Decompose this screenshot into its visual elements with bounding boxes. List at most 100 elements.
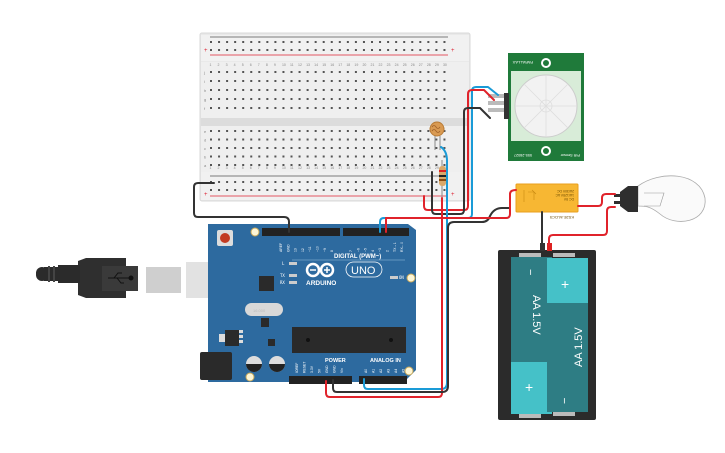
breadboard-hole[interactable] — [314, 147, 317, 149]
breadboard-hole[interactable] — [266, 130, 269, 132]
breadboard-hole[interactable] — [218, 89, 221, 91]
breadboard-hole[interactable] — [395, 155, 398, 158]
breadboard-hole[interactable] — [330, 98, 333, 100]
wire-pin2-pir-signal[interactable] — [379, 86, 499, 233]
breadboard-hole[interactable] — [322, 147, 325, 149]
breadboard-hole[interactable] — [298, 41, 301, 43]
breadboard-hole[interactable] — [306, 138, 309, 141]
breadboard-hole[interactable] — [338, 181, 341, 183]
breadboard-hole[interactable] — [290, 147, 293, 149]
breadboard-hole[interactable] — [218, 49, 221, 51]
wire-pir-vcc[interactable] — [423, 89, 495, 211]
breadboard-hole[interactable] — [242, 130, 245, 132]
breadboard-hole[interactable] — [250, 155, 253, 158]
breadboard-hole[interactable] — [379, 138, 382, 141]
breadboard-hole[interactable] — [234, 164, 237, 166]
breadboard-hole[interactable] — [354, 98, 357, 100]
breadboard-hole[interactable] — [250, 130, 253, 132]
breadboard-hole[interactable] — [266, 89, 269, 91]
breadboard-hole[interactable] — [419, 189, 422, 191]
breadboard-hole[interactable] — [218, 147, 221, 149]
breadboard-hole[interactable] — [210, 71, 212, 73]
breadboard-hole[interactable] — [258, 138, 261, 141]
relay[interactable]: KS2E-M-DC5 DC 5V 1A/125V AC 2A/30V DC — [515, 183, 579, 220]
breadboard-hole[interactable] — [435, 80, 438, 82]
breadboard-hole[interactable] — [290, 138, 293, 141]
breadboard-hole[interactable] — [354, 189, 357, 191]
breadboard-hole[interactable] — [443, 71, 446, 73]
breadboard-hole[interactable] — [411, 181, 414, 183]
breadboard-hole[interactable] — [443, 80, 446, 82]
breadboard-hole[interactable] — [387, 189, 390, 191]
breadboard-hole[interactable] — [266, 41, 269, 43]
breadboard-hole[interactable] — [250, 41, 253, 43]
breadboard-hole[interactable] — [210, 155, 212, 158]
breadboard-hole[interactable] — [218, 107, 221, 109]
breadboard-hole[interactable] — [242, 71, 245, 73]
breadboard-hole[interactable] — [387, 49, 390, 51]
breadboard-hole[interactable] — [282, 138, 285, 141]
breadboard-hole[interactable] — [403, 71, 406, 73]
breadboard-hole[interactable] — [387, 98, 390, 100]
breadboard-hole[interactable] — [395, 138, 398, 141]
breadboard-hole[interactable] — [443, 147, 446, 149]
breadboard-hole[interactable] — [218, 155, 221, 158]
breadboard-hole[interactable] — [387, 155, 390, 158]
breadboard-hole[interactable] — [330, 138, 333, 141]
breadboard-hole[interactable] — [419, 130, 422, 132]
breadboard-hole[interactable] — [362, 107, 365, 109]
breadboard-hole[interactable] — [395, 49, 398, 51]
breadboard-hole[interactable] — [306, 89, 309, 91]
breadboard-hole[interactable] — [234, 155, 237, 158]
breadboard-hole[interactable] — [282, 80, 285, 82]
breadboard-hole[interactable] — [419, 155, 422, 158]
breadboard-hole[interactable] — [210, 89, 212, 91]
breadboard-hole[interactable] — [395, 147, 398, 149]
breadboard-hole[interactable] — [226, 147, 229, 149]
breadboard-hole[interactable] — [258, 164, 261, 166]
breadboard-hole[interactable] — [322, 98, 325, 100]
breadboard-hole[interactable] — [298, 107, 301, 109]
wire-5v[interactable] — [325, 197, 443, 398]
breadboard-hole[interactable] — [403, 107, 406, 109]
breadboard-hole[interactable] — [330, 189, 333, 191]
breadboard-hole[interactable] — [298, 155, 301, 158]
breadboard-hole[interactable] — [427, 130, 430, 132]
breadboard-hole[interactable] — [395, 98, 398, 100]
breadboard-hole[interactable] — [338, 49, 341, 51]
breadboard-hole[interactable] — [371, 89, 373, 91]
breadboard-hole[interactable] — [354, 80, 357, 82]
breadboard-hole[interactable] — [346, 164, 349, 166]
breadboard-hole[interactable] — [330, 49, 333, 51]
breadboard-hole[interactable] — [338, 41, 341, 43]
breadboard-hole[interactable] — [435, 147, 438, 149]
breadboard-hole[interactable] — [274, 189, 277, 191]
breadboard-hole[interactable] — [266, 181, 269, 183]
breadboard-hole[interactable] — [371, 49, 373, 51]
breadboard-hole[interactable] — [218, 41, 221, 43]
breadboard-hole[interactable] — [250, 164, 253, 166]
breadboard-hole[interactable] — [306, 164, 309, 166]
breadboard-hole[interactable] — [274, 130, 277, 132]
photoresistor[interactable] — [429, 121, 445, 150]
breadboard-hole[interactable] — [427, 89, 430, 91]
breadboard-hole[interactable] — [354, 89, 357, 91]
breadboard-hole[interactable] — [306, 49, 309, 51]
breadboard-hole[interactable] — [419, 71, 422, 73]
breadboard-hole[interactable] — [322, 130, 325, 132]
wire-relay-signal[interactable] — [385, 189, 517, 219]
breadboard-hole[interactable] — [371, 164, 373, 166]
breadboard-hole[interactable] — [419, 41, 422, 43]
breadboard-hole[interactable] — [226, 189, 229, 191]
breadboard-hole[interactable] — [234, 189, 237, 191]
breadboard-hole[interactable] — [282, 89, 285, 91]
breadboard-hole[interactable] — [346, 41, 349, 43]
breadboard-hole[interactable] — [435, 71, 438, 73]
breadboard-hole[interactable] — [362, 181, 365, 183]
breadboard-hole[interactable] — [298, 138, 301, 141]
breadboard-hole[interactable] — [435, 49, 438, 51]
wire-gnd-relay[interactable] — [332, 207, 511, 393]
breadboard-hole[interactable] — [371, 147, 373, 149]
breadboard-hole[interactable] — [435, 181, 438, 183]
breadboard-hole[interactable] — [395, 80, 398, 82]
